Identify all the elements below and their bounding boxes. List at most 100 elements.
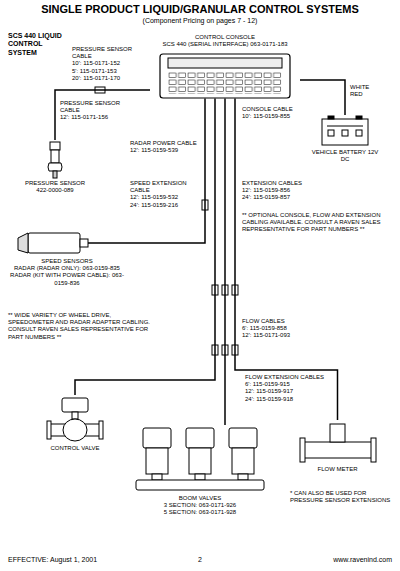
cable-label: RADAR POWER CABLE xyxy=(130,140,200,147)
cable-label: 24': 115-0159-918 xyxy=(245,396,330,403)
label-group: FLOW CABLES6': 115-0159-85812': 115-0171… xyxy=(242,318,322,340)
boom-valves-drawing xyxy=(136,428,264,490)
label-group: RADAR POWER CABLE12': 115-0159-539 xyxy=(130,140,200,154)
boom-valve-outlet xyxy=(195,474,205,480)
label-group: * CAN ALSO BE USED FOR PRESSURE SENSOR E… xyxy=(290,490,395,504)
sensor-body xyxy=(51,150,59,163)
pressure-sensor-drawing xyxy=(48,142,62,178)
cable-label: WHITE xyxy=(350,84,390,91)
cable-label: RED xyxy=(350,91,390,98)
cable-label: EXTENSION CABLES xyxy=(242,180,322,187)
boom-valve-motor xyxy=(229,428,257,448)
control-valve-drawing xyxy=(47,398,103,441)
battery-case xyxy=(322,119,368,145)
cable-label: 20': 115-0171-170 xyxy=(72,75,147,82)
cable xyxy=(55,90,150,140)
part-number: RADAR (RADAR ONLY): 063-0159-835 xyxy=(10,265,124,272)
part-number: 5 SECTION: 063-0171-928 xyxy=(127,509,273,516)
cable-label: 12': 115-0159-917 xyxy=(245,388,330,395)
label-group: ** WIDE VARIETY OF WHEEL DRIVE, SPEEDOME… xyxy=(8,312,158,341)
cable-label: 6': 115-0159-915 xyxy=(245,381,330,388)
cable-label: ** OPTIONAL CONSOLE, FLOW AND EXTENSION … xyxy=(242,212,392,234)
boom-valve-outlet xyxy=(238,474,248,480)
meter-sensor-head xyxy=(330,424,345,442)
part-number: RADAR (KIT WITH POWER CABLE): 063-0159-8… xyxy=(10,272,124,286)
cable-label: 24': 115-0159-857 xyxy=(242,194,322,201)
meter-flange xyxy=(371,438,376,462)
cable-label: 6': 115-0159-858 xyxy=(242,325,322,332)
cable-label: 12': 115-0159-539 xyxy=(130,147,200,154)
valve-stem xyxy=(72,412,78,419)
cable-label: 5': 115-0171-153 xyxy=(72,68,147,75)
valve-body xyxy=(63,419,87,441)
battery-cell-line xyxy=(327,126,363,127)
cable xyxy=(126,98,205,243)
component-name: BOOM VALVES xyxy=(127,495,273,502)
component-name: PRESSURE SENSOR xyxy=(12,180,98,187)
boom-valve-body xyxy=(146,448,168,474)
cable xyxy=(235,98,338,420)
part-number: 422-0000-089 xyxy=(12,187,98,194)
boom-valve-body xyxy=(232,448,254,474)
radar-body xyxy=(28,233,80,253)
battery-terminal xyxy=(356,116,362,119)
cable-label: PRESSURE SENSOR CABLE xyxy=(60,100,140,114)
cable-label: ** WIDE VARIETY OF WHEEL DRIVE, SPEEDOME… xyxy=(8,312,158,341)
label-group: PRESSURE SENSOR CABLE10': 115-0171-1525'… xyxy=(72,46,147,82)
cable-label: (Component Pricing on pages 7 - 12) xyxy=(0,17,400,25)
label-group: (Component Pricing on pages 7 - 12) xyxy=(0,17,400,25)
cable-connectors xyxy=(95,87,238,355)
cable-label: EFFECTIVE: August 1, 2001 xyxy=(8,556,158,564)
console-drawing xyxy=(160,54,290,98)
cable-label: PRESSURE SENSOR CABLE xyxy=(72,46,147,60)
label-group: SPEED EXTENSION CABLE12': 115-0159-53224… xyxy=(130,180,200,209)
cable-label: 10': 115-0171-152 xyxy=(72,60,147,67)
cable-label: 10': 115-0159-855 xyxy=(242,113,302,120)
component-node: FLOW METER xyxy=(295,420,380,475)
radar-drawing xyxy=(18,233,126,253)
cable xyxy=(224,98,226,425)
cable-label: FLOW EXTENSION CABLES xyxy=(245,374,330,381)
radar-plug xyxy=(80,239,88,247)
battery-drawing xyxy=(322,116,368,145)
label-group: EXTENSION CABLES12': 115-0159-85624': 11… xyxy=(242,180,322,202)
label-group: CONSOLE CABLE10': 115-0159-855 xyxy=(242,106,302,120)
sensor-hex xyxy=(48,163,62,171)
meter-flange xyxy=(300,438,305,462)
cable-label: CONSOLE CABLE xyxy=(242,106,302,113)
cable-label: FLOW CABLES xyxy=(242,318,322,325)
boom-valve xyxy=(229,428,257,480)
cable-label: www.ravenind.com xyxy=(290,556,392,564)
cable-label: 12': 115-0171-093 xyxy=(242,332,322,339)
console-display xyxy=(168,58,282,68)
component-name: SPEED SENSORS xyxy=(10,258,124,265)
valve-motor xyxy=(62,398,88,412)
sensor-plug xyxy=(50,142,60,150)
label-group: PRESSURE SENSOR CABLE12': 115-0171-156 xyxy=(60,100,140,122)
component-node: CONTROL CONSOLESCS 440 (SERIAL INTERFACE… xyxy=(150,32,300,98)
label-group: 2 xyxy=(180,556,220,564)
battery-cap xyxy=(342,130,348,136)
label-group: FLOW EXTENSION CABLES6': 115-0159-91512'… xyxy=(245,374,330,403)
boom-valve-body xyxy=(189,448,211,474)
meter-pipe xyxy=(302,442,374,458)
battery-cap xyxy=(356,130,362,136)
flow-meter-drawing xyxy=(300,424,376,462)
radar-lens xyxy=(18,233,28,253)
component-name: FLOW METER xyxy=(297,466,378,473)
boom-valve xyxy=(186,428,214,480)
component-node: PRESSURE SENSOR422-0000-089 xyxy=(10,140,100,196)
label-group: EFFECTIVE: August 1, 2001 xyxy=(8,556,158,564)
battery-terminal xyxy=(328,116,334,119)
sensor-tip xyxy=(53,171,57,178)
boom-valve-motor xyxy=(143,428,171,448)
cable xyxy=(75,98,215,395)
component-node: SPEED SENSORSRADAR (RADAR ONLY): 063-015… xyxy=(8,228,126,289)
valve-flange xyxy=(99,421,103,439)
label-group: WHITERED xyxy=(350,84,390,98)
cable-label: SPEED EXTENSION CABLE xyxy=(130,180,200,194)
part-number: SCS 440 (SERIAL INTERFACE) 063-0171-183 xyxy=(152,41,298,48)
cable-label: 12': 115-0159-856 xyxy=(242,187,322,194)
part-number: 3 SECTION: 063-0171-926 xyxy=(127,502,273,509)
